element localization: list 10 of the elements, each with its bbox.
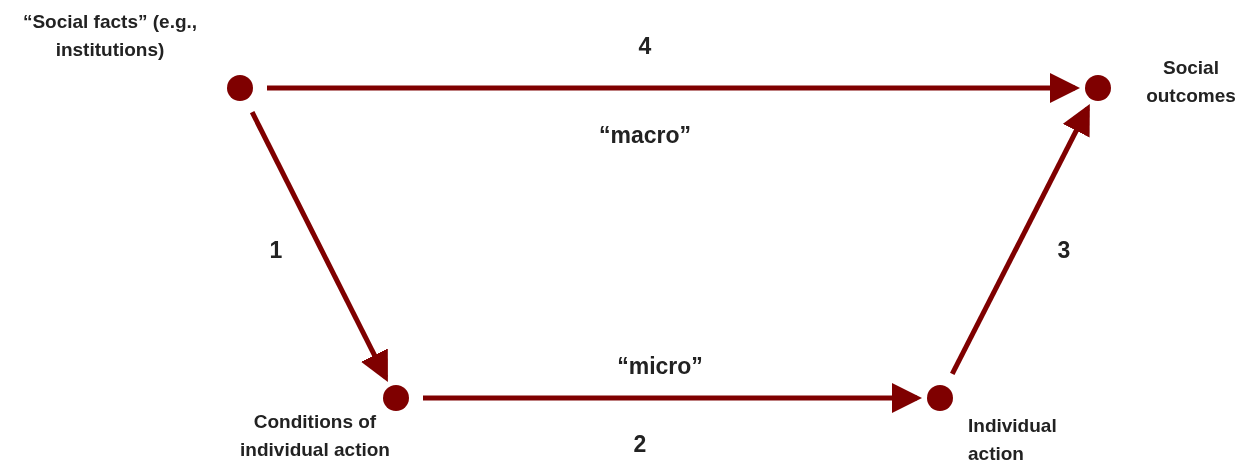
node-caption: “Social facts” (e.g., institutions)	[21, 10, 199, 62]
arrow	[423, 383, 922, 413]
node-caption: Conditions of individual action	[239, 410, 391, 462]
node-caption: Social outcomes	[1145, 56, 1237, 108]
level-label: “macro”	[599, 120, 691, 150]
arrow	[950, 104, 1090, 376]
node-caption: Individual action	[968, 414, 1058, 466]
arrow	[267, 73, 1080, 103]
arrow	[249, 111, 388, 382]
level-label: “micro”	[617, 351, 703, 381]
